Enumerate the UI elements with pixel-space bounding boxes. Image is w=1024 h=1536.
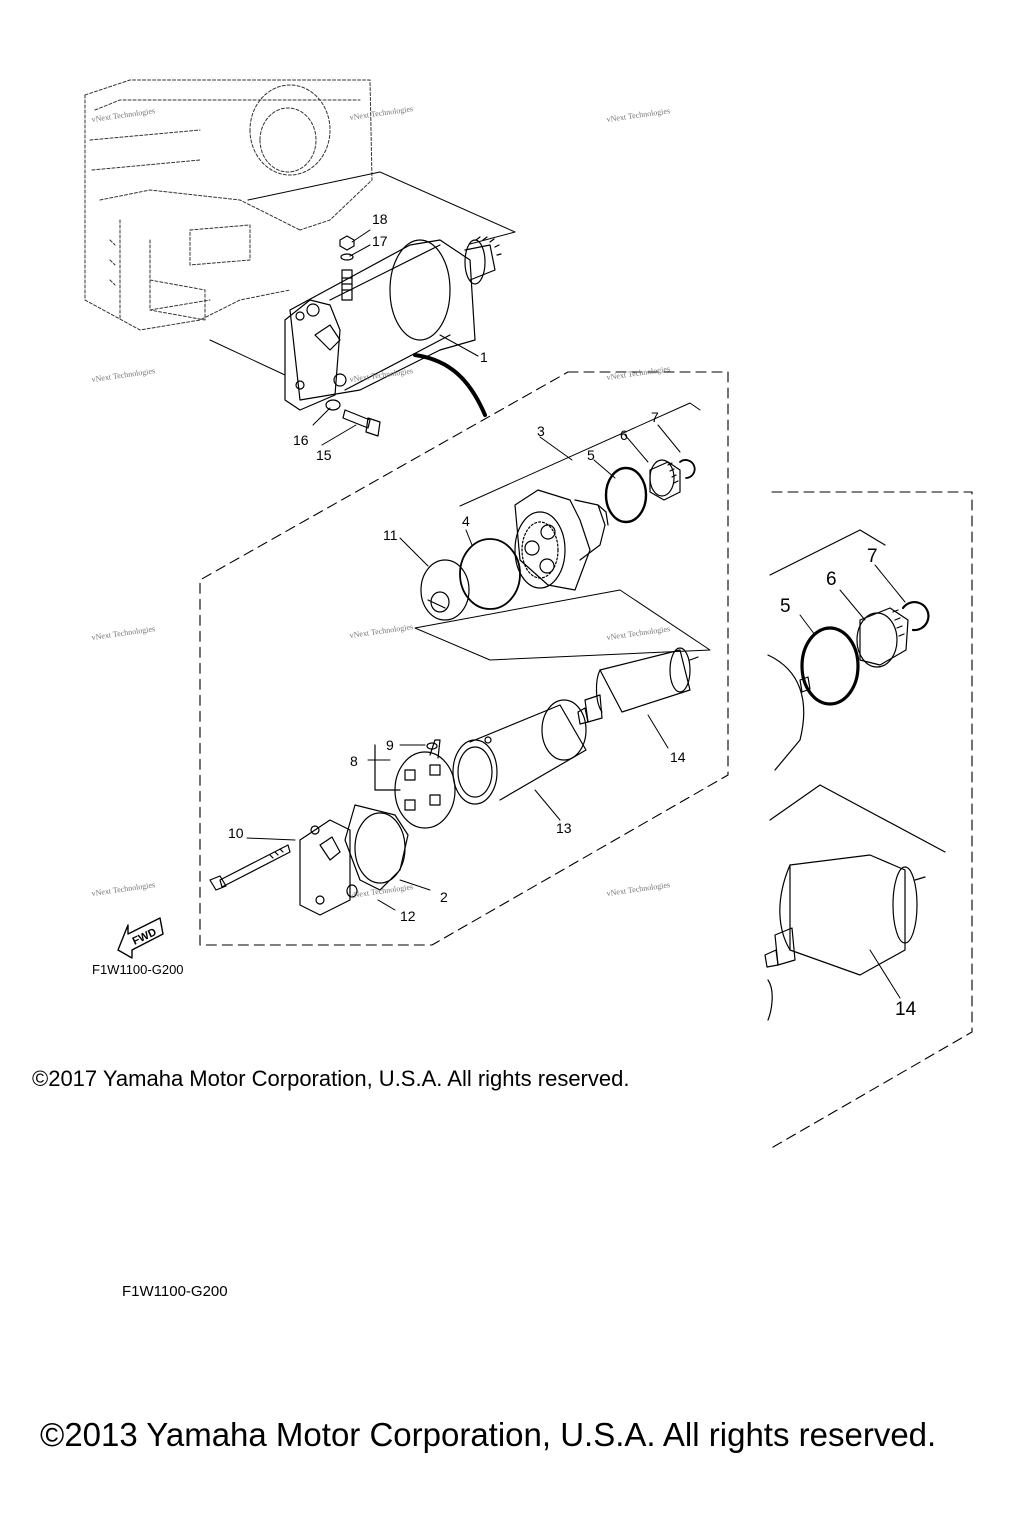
- watermark: vNext Technologies: [349, 366, 414, 384]
- end-cover: [299, 804, 409, 916]
- watermark: vNext Technologies: [349, 622, 414, 640]
- watermark: vNext Technologies: [606, 106, 671, 124]
- detail-circlip: [901, 601, 930, 632]
- detail-drawing: [764, 529, 946, 1021]
- detail-frame: [767, 491, 973, 1151]
- callout-14: 14: [670, 749, 686, 765]
- detail-callout-6: 6: [826, 569, 837, 590]
- gear-housing: [514, 489, 609, 591]
- watermark: vNext Technologies: [91, 106, 156, 124]
- engine-block-outline: [84, 79, 373, 331]
- callout-3: 3: [537, 423, 545, 439]
- watermark: vNext Technologies: [606, 364, 671, 382]
- callout-9: 9: [386, 737, 394, 753]
- callout-12: 12: [400, 908, 416, 924]
- callout-16: 16: [293, 432, 309, 448]
- starter-motor-assembly: [284, 236, 502, 411]
- watermark: vNext Technologies: [606, 880, 671, 898]
- pinion-gear: [649, 459, 681, 501]
- watermark: vNext Technologies: [349, 104, 414, 122]
- stud-washer-nut: [339, 235, 355, 301]
- o-ring-small: [604, 466, 648, 524]
- seal-plate: [420, 559, 470, 621]
- through-bolt: [209, 844, 291, 891]
- wiring-lead: [413, 353, 487, 417]
- fwd-label: FWD: [131, 926, 159, 947]
- callout-8: 8: [350, 753, 358, 769]
- fwd-arrow-icon: FWD: [117, 917, 164, 959]
- callout-1: 1: [480, 349, 488, 365]
- diagram-code-secondary: F1W1100-G200: [122, 1283, 228, 1300]
- detail-callout-7: 7: [867, 546, 878, 567]
- callout-7: 7: [651, 409, 659, 425]
- watermark: vNext Technologies: [91, 880, 156, 898]
- exploded-frame: [199, 371, 729, 946]
- diagram-code: F1W1100-G200: [92, 962, 184, 977]
- armature: [577, 647, 699, 725]
- watermark: vNext Technologies: [606, 624, 671, 642]
- callout-2: 2: [440, 889, 448, 905]
- callout-17: 17: [372, 233, 388, 249]
- bolt-and-washer: [325, 399, 381, 437]
- watermark: vNext Technologies: [91, 366, 156, 384]
- callouts: 1 2 3 4 5 6 7 8 9 10 11 12 13 14 15 16 1…: [228, 211, 917, 1020]
- group-brace-lines: [414, 402, 711, 661]
- callout-10: 10: [228, 825, 244, 841]
- o-ring-large: [459, 538, 521, 610]
- detail-o-ring: [800, 626, 860, 706]
- callout-6: 6: [620, 427, 628, 443]
- watermark: vNext Technologies: [91, 624, 156, 642]
- copyright-notice: ©2017 Yamaha Motor Corporation, U.S.A. A…: [32, 1066, 630, 1091]
- yoke-tube: [452, 699, 587, 805]
- copyright-notice-secondary: ©2013 Yamaha Motor Corporation, U.S.A. A…: [40, 1416, 937, 1453]
- callout-15: 15: [316, 447, 332, 463]
- callout-18: 18: [372, 211, 388, 227]
- callout-11: 11: [383, 527, 398, 543]
- callout-13: 13: [556, 820, 572, 836]
- detail-callout-5: 5: [780, 596, 791, 617]
- plain-washer: [346, 884, 358, 898]
- detail-callout-14: 14: [895, 999, 917, 1020]
- callout-4: 4: [462, 513, 470, 529]
- leader-lines: [246, 229, 906, 999]
- watermark: vNext Technologies: [349, 882, 414, 900]
- assembly-reference-box: [209, 171, 516, 376]
- circlip: [679, 459, 696, 479]
- o-ring-tiny: [426, 742, 438, 750]
- callout-5: 5: [587, 447, 595, 463]
